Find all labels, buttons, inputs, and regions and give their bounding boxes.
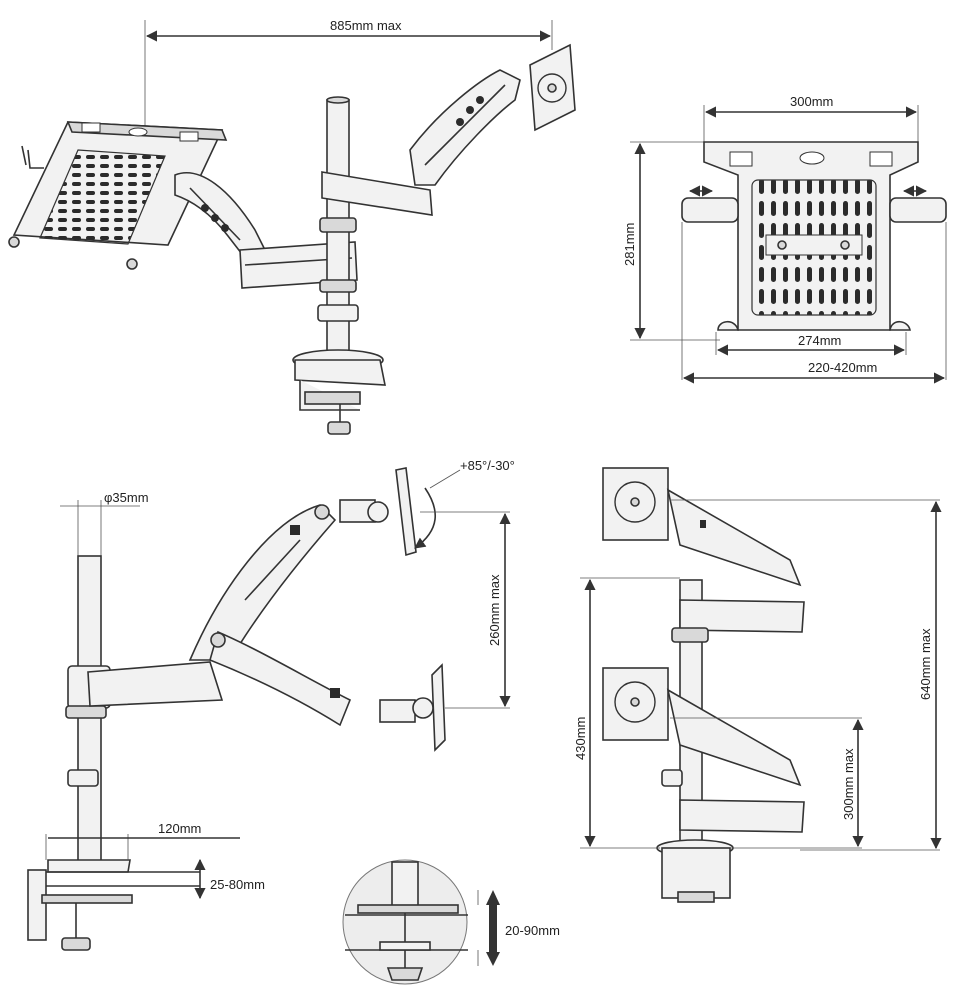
tray-width-label: 300mm bbox=[790, 94, 833, 109]
tray-depth-label: 281mm bbox=[622, 223, 637, 266]
overview-assembly: 885mm max bbox=[8, 18, 576, 435]
tray-inner-label: 274mm bbox=[798, 333, 841, 348]
pole-diameter-label: φ35mm bbox=[104, 490, 149, 505]
arm-lift-label: 260mm max bbox=[487, 574, 502, 646]
desk-thickness-label: 25-80mm bbox=[210, 877, 265, 892]
grommet-thickness-label: 20-90mm bbox=[505, 923, 560, 938]
tray-adjust-label: 220-420mm bbox=[808, 360, 877, 375]
arm-height-label: 300mm max bbox=[841, 748, 856, 820]
pole-height-label: 430mm bbox=[573, 717, 588, 760]
tray-front-view: 300mm 281mm 274mm 220-420mm bbox=[622, 94, 947, 384]
grommet-inset: 20-90mm bbox=[342, 859, 560, 985]
side-view: φ35mm +85°/-30° 260mm max bbox=[27, 458, 515, 951]
right-arm bbox=[409, 69, 521, 186]
height-view: 430mm 300mm max 640mm max bbox=[573, 467, 942, 903]
left-arm bbox=[174, 172, 267, 259]
total-height-label: 640mm max bbox=[918, 628, 933, 700]
clamp-depth-label: 120mm bbox=[158, 821, 201, 836]
tilt-label: +85°/-30° bbox=[460, 458, 515, 473]
reach-label: 885mm max bbox=[330, 18, 402, 33]
